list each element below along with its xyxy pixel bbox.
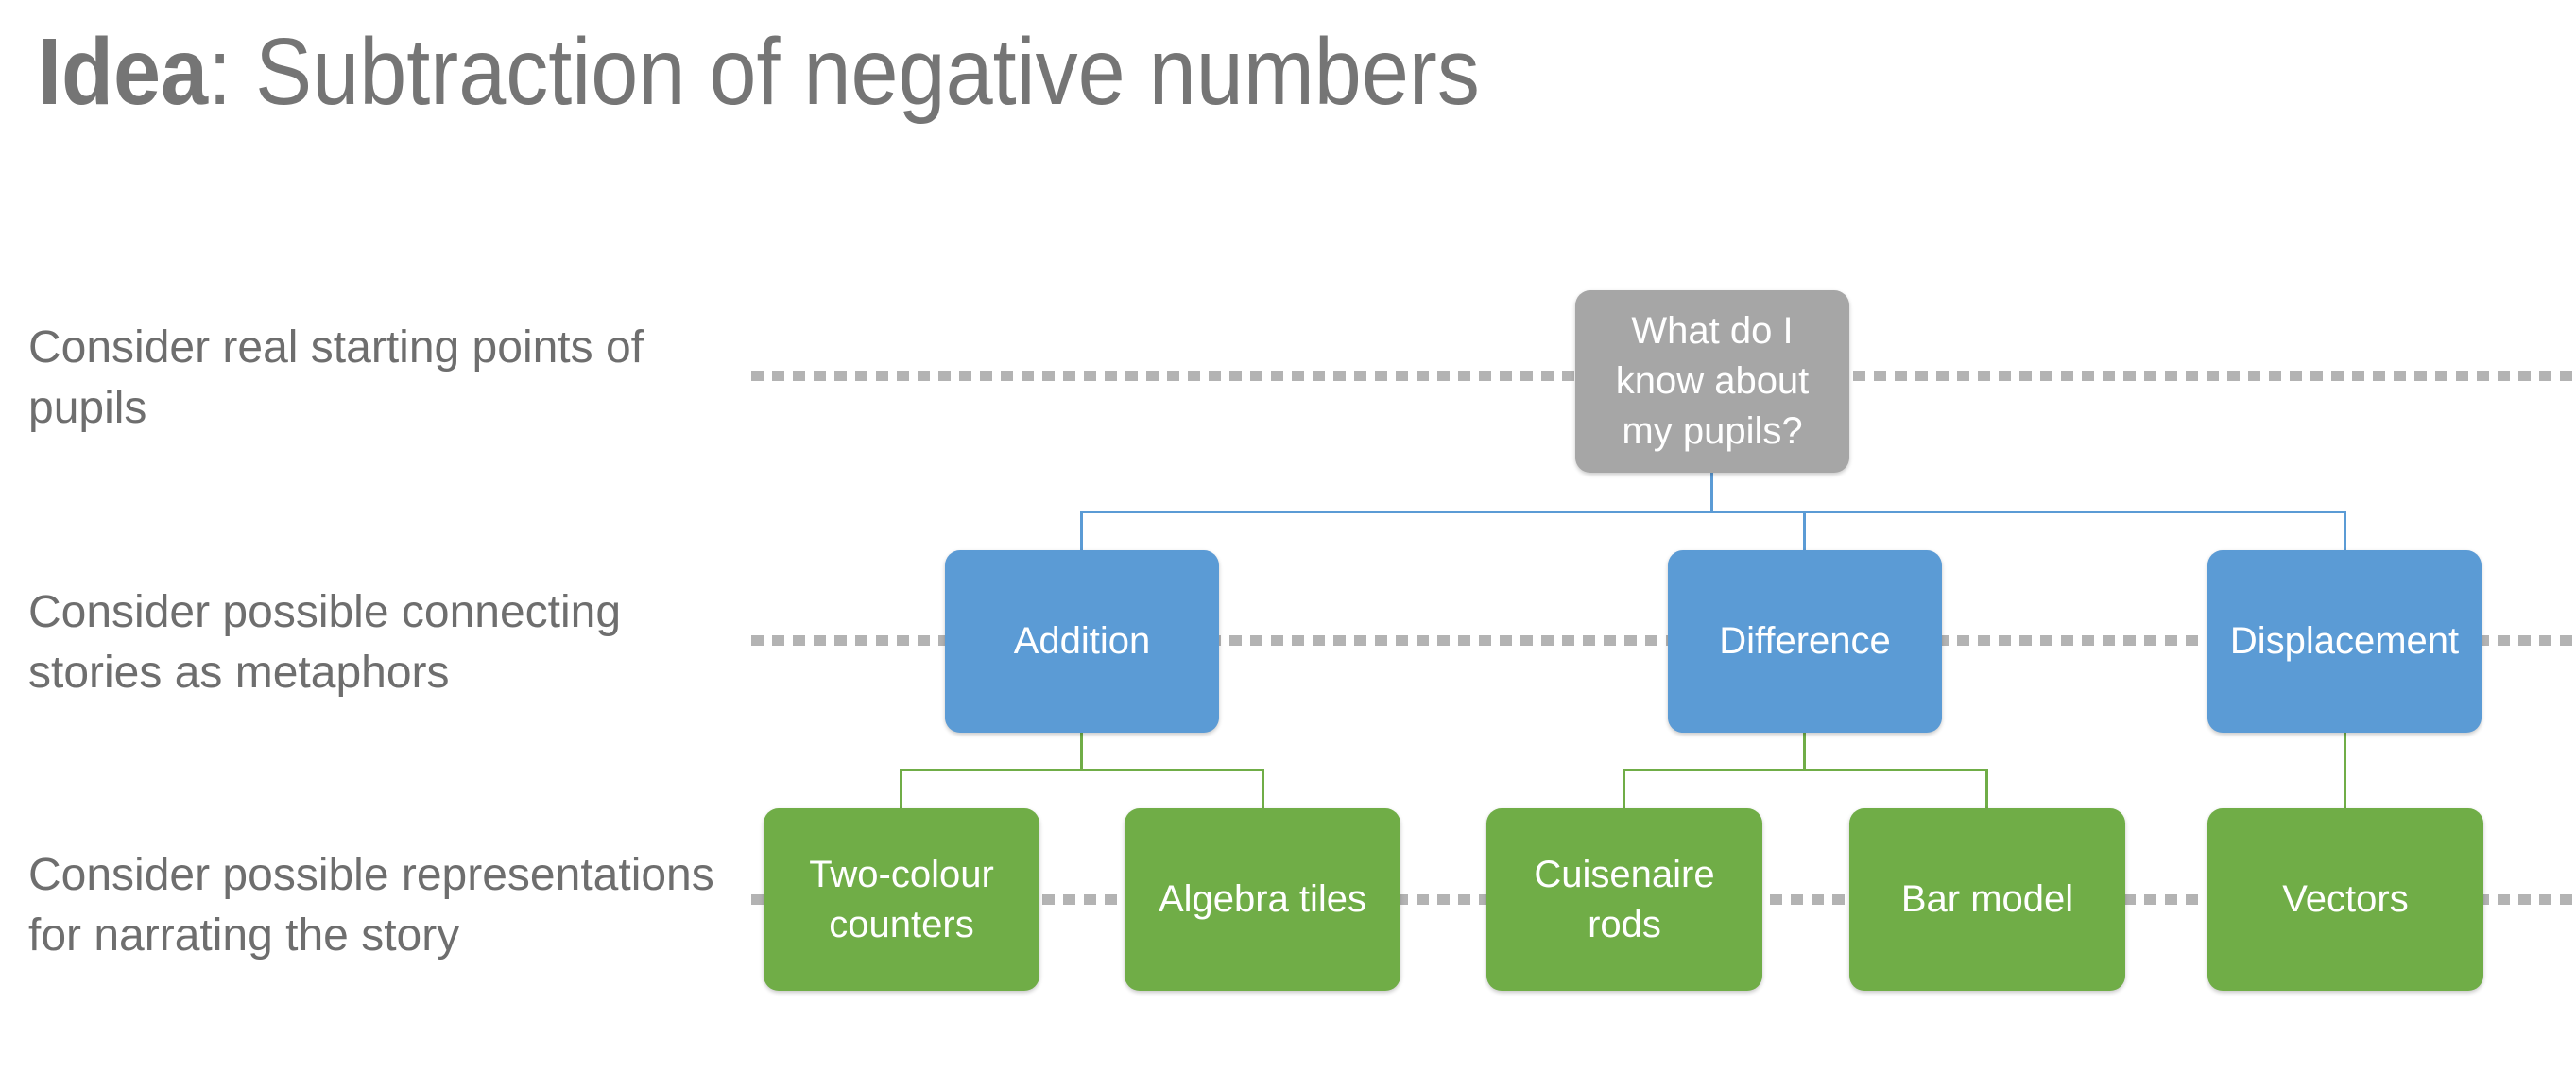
connector-drop-algebra-tiles	[1262, 769, 1264, 808]
connector-addition-stub	[1080, 733, 1083, 771]
node-root-what-do-i-know: What do I know about my pupils?	[1575, 290, 1849, 473]
connector-drop-addition	[1080, 511, 1083, 550]
node-algebra-tiles: Algebra tiles	[1125, 808, 1400, 991]
node-two-colour-counters: Two-colour counters	[764, 808, 1039, 991]
node-bar-model: Bar model	[1849, 808, 2125, 991]
row-label-representations: Consider possible representations for na…	[28, 850, 714, 961]
connector-difference-stub	[1803, 733, 1806, 771]
connector-addition-horizontal	[900, 769, 1264, 771]
row-label-starting-points: Consider real starting points of pupils	[28, 322, 644, 433]
connector-drop-displacement	[2344, 511, 2346, 550]
node-vectors-label: Vectors	[2282, 878, 2409, 920]
node-root-label: What do I know about my pupils?	[1615, 310, 1810, 452]
node-difference: Difference	[1668, 550, 1942, 733]
connector-drop-vectors	[2344, 733, 2346, 808]
node-algebra-tiles-label: Algebra tiles	[1158, 878, 1367, 920]
node-displacement-label: Displacement	[2229, 620, 2460, 662]
node-difference-label: Difference	[1719, 620, 1891, 662]
node-addition-label: Addition	[1013, 620, 1151, 662]
page-title-keyword: Idea	[38, 19, 209, 125]
connector-drop-difference	[1803, 511, 1806, 550]
connector-drop-bar-model	[1985, 769, 1988, 808]
node-two-colour-counters-label: Two-colour counters	[809, 853, 994, 945]
node-vectors: Vectors	[2207, 808, 2483, 991]
connector-root-stub	[1710, 473, 1713, 513]
node-cuisenaire-rods: Cuisenaire rods	[1486, 808, 1762, 991]
node-cuisenaire-rods-label: Cuisenaire rods	[1534, 853, 1715, 945]
page-title: Idea: Subtraction of negative numbers	[38, 6, 1480, 147]
connector-branch-horizontal	[1080, 511, 2346, 513]
connector-difference-horizontal	[1623, 769, 1988, 771]
node-bar-model-label: Bar model	[1900, 878, 2074, 920]
connector-drop-two-colour-counters	[900, 769, 902, 808]
connector-drop-cuisenaire-rods	[1623, 769, 1625, 808]
row-label-connecting-stories: Consider possible connecting stories as …	[28, 587, 622, 698]
dotted-guide-line-row2	[751, 635, 2576, 646]
node-displacement: Displacement	[2207, 550, 2482, 733]
node-addition: Addition	[945, 550, 1219, 733]
page-title-rest: : Subtraction of negative numbers	[208, 19, 1480, 125]
